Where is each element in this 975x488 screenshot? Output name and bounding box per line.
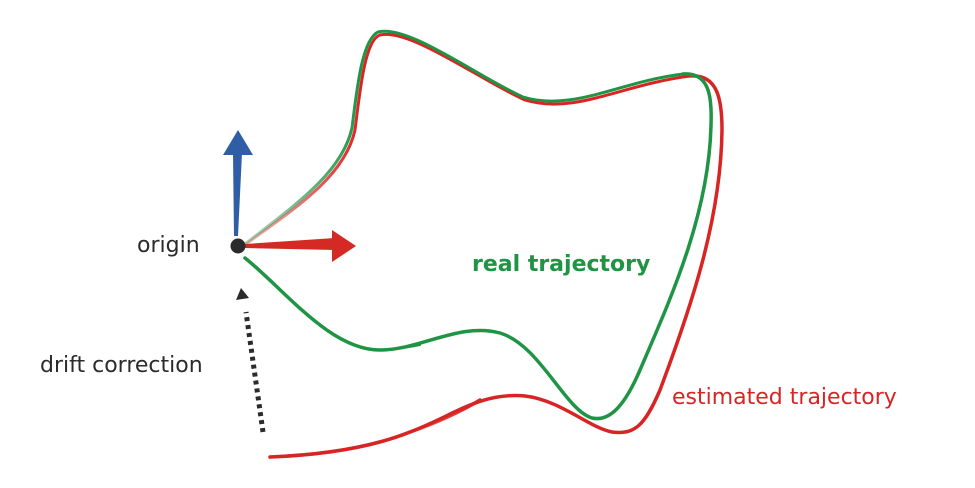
real-trajectory-label: real trajectory [472,252,651,277]
real-trajectory-tail [244,257,421,352]
blue-arrow-up-icon [223,130,253,236]
real-trajectory [243,29,713,421]
estimated-trajectory-upper [244,32,692,246]
dotted-arrow-up-icon [236,288,266,433]
red-arrow-right-icon [245,230,356,262]
estimated-trajectory-label: estimated trajectory [672,385,897,410]
drift-correction-label: drift correction [40,353,203,378]
real-trajectory-upper [244,29,685,245]
estimated-trajectory [244,32,724,459]
origin-dot [230,238,246,254]
origin-label: origin [137,233,200,258]
estimated-trajectory-tail [268,398,482,459]
